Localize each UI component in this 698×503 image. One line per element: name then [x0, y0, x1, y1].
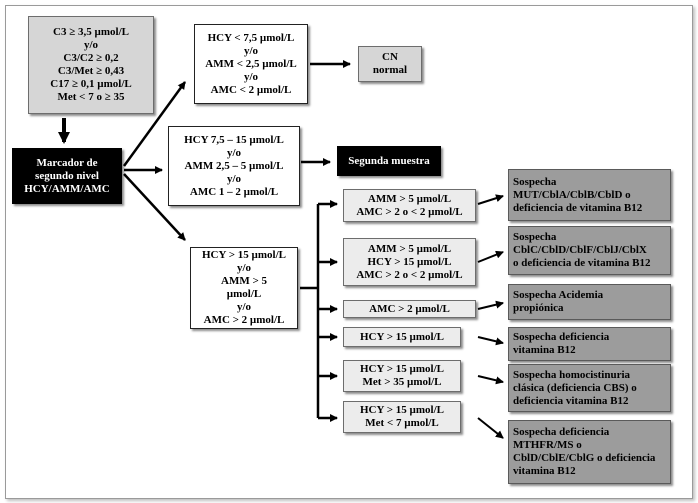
outcome-line: MUT/CblA/CblB/CblD o — [513, 188, 631, 201]
condition-line: AMC > 2 µmol/L — [369, 302, 450, 315]
condition-line: HCY > 15 µmol/L — [359, 404, 444, 416]
outcome-line: vitamina B12 — [513, 344, 576, 356]
arrow-marker-to-low — [122, 81, 187, 167]
mid-line: HCY 7,5 – 15 µmol/L — [184, 133, 284, 146]
condition-line: Met < 7 µmol/L — [365, 417, 439, 429]
outcome-line: Sospecha Acidemia — [513, 289, 604, 301]
outcome-box: Sospecha deficiencia vitamina B12 — [508, 327, 671, 361]
mid-line: y/o — [226, 172, 242, 185]
high-values-box: HCY > 15 µmol/L y/o AMM > 5 µmol/L y/o A… — [190, 247, 298, 329]
mid-line: y/o — [226, 146, 242, 159]
normal-line: normal — [372, 64, 408, 76]
criteria-line: C17 ≥ 0,1 µmol/L — [50, 78, 132, 90]
outcome-line: Sospecha homocistinuria — [513, 368, 631, 381]
outcome-line: deficiencia de vitamina B12 — [513, 201, 643, 214]
outcome-line: Sospecha — [513, 231, 557, 243]
outcome-box: Sospecha deficiencia MTHFR/MS o CblD/Cbl… — [508, 420, 671, 484]
criteria-line: Met < 7 o ≥ 35 — [57, 91, 125, 103]
mid-values-box: HCY 7,5 – 15 µmol/L y/o AMM 2,5 – 5 µmol… — [168, 126, 300, 206]
outcome-line: propiónica — [513, 302, 564, 314]
outcome-box: Sospecha Acidemia propiónica — [508, 284, 671, 320]
outcome-box: Sospecha homocistinuria clásica (deficie… — [508, 364, 671, 412]
high-line: y/o — [236, 262, 252, 274]
arrow-cond-5-to-outcome-5 — [477, 375, 504, 385]
criteria-line: C3 ≥ 3,5 µmol/L — [53, 26, 129, 38]
second-sample-label: Segunda muestra — [348, 154, 430, 167]
outcome-line: Sospecha — [513, 175, 557, 188]
high-line: y/o — [236, 301, 252, 313]
condition-box: AMC > 2 µmol/L — [343, 300, 476, 318]
outcome-box: Sospecha CblC/CblD/CblF/CblJ/CblX o defi… — [508, 226, 671, 275]
high-line: µmol/L — [226, 288, 262, 300]
criteria-line: C3/Met ≥ 0,43 — [57, 65, 125, 77]
second-sample-box: Segunda muestra — [337, 146, 441, 176]
criteria-line: C3/C2 ≥ 0,2 — [63, 52, 119, 64]
outcome-line: deficiencia vitamina B12 — [513, 394, 629, 407]
normal-box: CN normal — [358, 46, 422, 82]
criteria-box: C3 ≥ 3,5 µmol/L y/o C3/C2 ≥ 0,2 C3/Met ≥… — [28, 16, 154, 114]
outcome-line: o deficiencia de vitamina B12 — [513, 257, 651, 269]
normal-line: CN — [382, 51, 398, 63]
arrow-cond-6-to-outcome-6 — [477, 417, 504, 439]
low-line: HCY < 7,5 µmol/L — [207, 31, 295, 44]
outcome-line: CblD/CblE/CblG o deficiencia — [513, 452, 656, 464]
arrow-cond-2-to-outcome-2 — [477, 250, 504, 263]
outcome-line: Sospecha deficiencia — [513, 426, 610, 438]
low-line: AMM < 2,5 µmol/L — [205, 57, 297, 70]
criteria-line: y/o — [83, 39, 99, 51]
condition-box: AMM > 5 µmol/L HCY > 15 µmol/L AMC > 2 o… — [343, 238, 476, 286]
condition-box: AMM > 5 µmol/L AMC > 2 o < 2 µmol/L — [343, 189, 476, 222]
high-line: HCY > 15 µmol/L — [201, 249, 286, 261]
mid-line: AMC 1 – 2 µmol/L — [189, 185, 279, 198]
high-line: AMM > 5 — [221, 275, 267, 287]
condition-line: HCY > 15 µmol/L — [359, 330, 444, 343]
condition-box: HCY > 15 µmol/L Met > 35 µmol/L — [343, 360, 461, 392]
condition-box: HCY > 15 µmol/L — [343, 327, 461, 347]
condition-line: Met > 35 µmol/L — [362, 376, 442, 388]
marker-line: Marcador de — [36, 156, 98, 169]
condition-line: AMM > 5 µmol/L — [367, 192, 452, 205]
outcome-line: CblC/CblD/CblF/CblJ/CblX — [513, 244, 647, 256]
marker-box: Marcador de segundo nivel HCY/AMM/AMC — [12, 148, 122, 204]
outcome-line: MTHFR/MS o — [513, 439, 582, 451]
high-line: AMC > 2 µmol/L — [203, 314, 285, 326]
arrow-cond-3-to-outcome-3 — [477, 300, 504, 310]
condition-line: AMC > 2 o < 2 µmol/L — [356, 205, 463, 218]
arrow-cond-4-to-outcome-4 — [477, 336, 504, 346]
condition-box: HCY > 15 µmol/L Met < 7 µmol/L — [343, 401, 461, 433]
low-values-box: HCY < 7,5 µmol/L y/o AMM < 2,5 µmol/L y/… — [194, 24, 308, 104]
low-line: y/o — [243, 70, 259, 83]
outcome-line: Sospecha deficiencia — [513, 331, 610, 343]
condition-line: AMM > 5 µmol/L — [367, 242, 452, 255]
arrow-cond-1-to-outcome-1 — [477, 194, 504, 205]
outcome-line: vitamina B12 — [513, 465, 576, 477]
outcome-box: Sospecha MUT/CblA/CblB/CblD o deficienci… — [508, 169, 671, 221]
low-line: AMC < 2 µmol/L — [210, 83, 292, 96]
condition-line: HCY > 15 µmol/L — [359, 363, 444, 375]
marker-line: HCY/AMM/AMC — [24, 182, 110, 195]
outcome-line: clásica (deficiencia CBS) o — [513, 381, 637, 394]
arrow-marker-to-high — [123, 173, 186, 241]
condition-line: AMC > 2 o < 2 µmol/L — [356, 268, 463, 281]
marker-line: segundo nivel — [35, 169, 99, 182]
mid-line: AMM 2,5 – 5 µmol/L — [184, 159, 284, 172]
low-line: y/o — [243, 44, 259, 57]
condition-line: HCY > 15 µmol/L — [367, 255, 452, 268]
